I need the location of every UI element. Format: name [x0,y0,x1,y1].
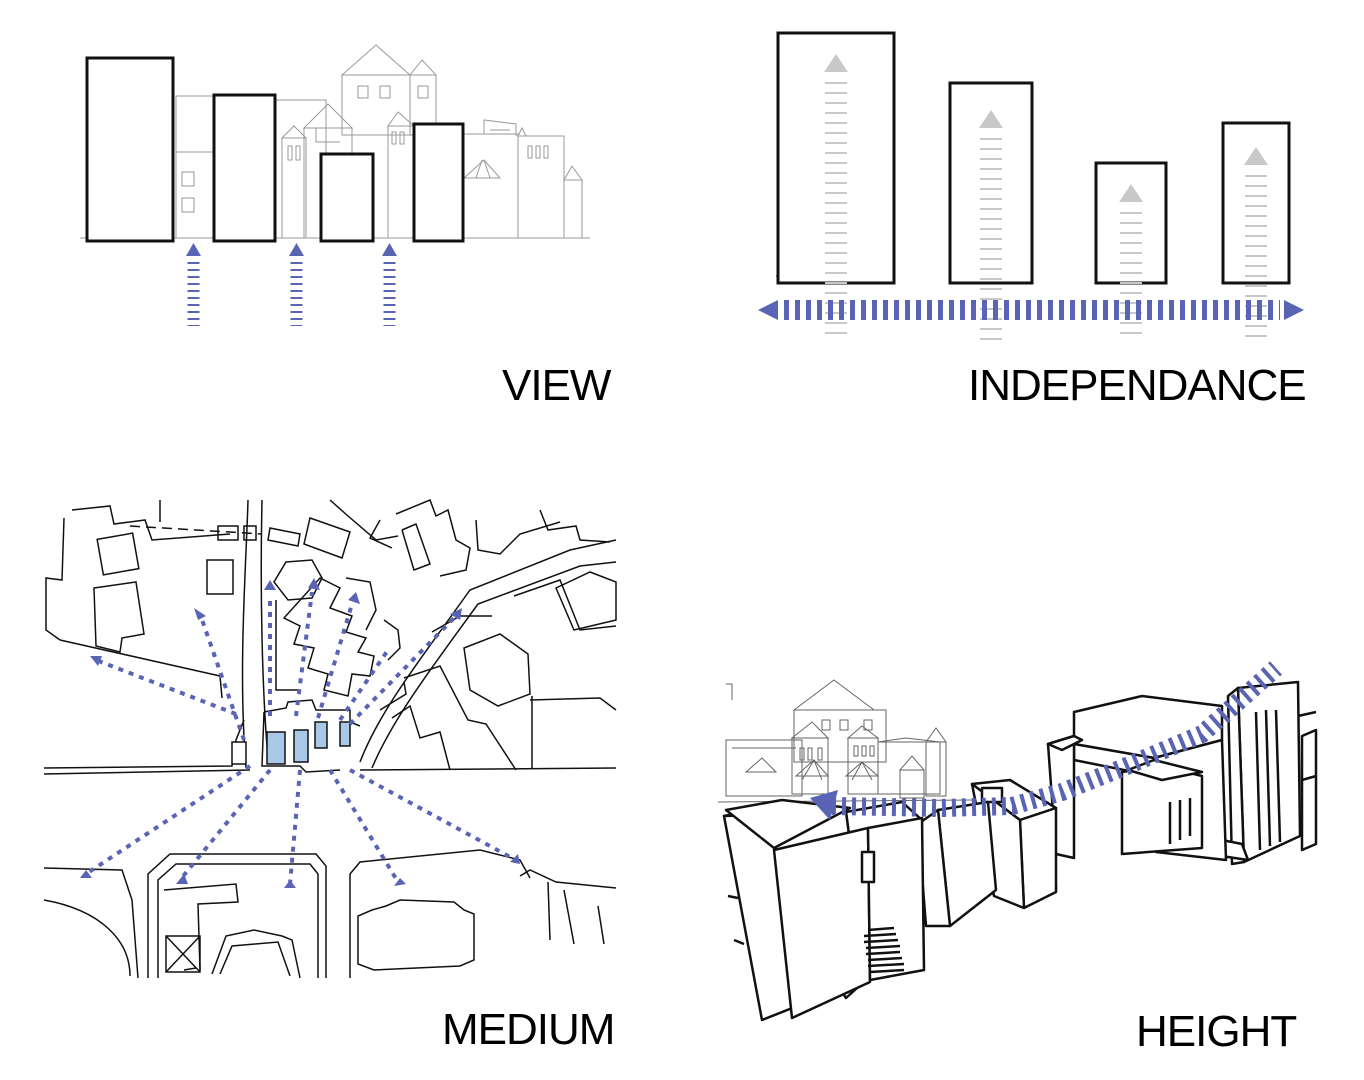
independance-panel: INDEPENDANCE [682,0,1364,420]
height-buildings [722,680,1318,1022]
medium-caption: MEDIUM [442,1005,615,1054]
height-background-cathedral [717,679,973,803]
view-panel: VIEW [0,0,682,420]
height-panel: HEIGHT [682,640,1364,1080]
background-cathedral-sketch [80,44,590,239]
height-perspective [717,661,1318,1022]
view-building-outlines [85,56,465,243]
view-sightline-arrows [186,243,397,326]
site-buildings-highlight [266,721,351,765]
view-diagram [80,44,590,326]
radiating-view-arrows [84,591,513,885]
height-diagonal-arrow [810,661,1282,820]
independance-building-outlines [776,31,1291,285]
height-caption: HEIGHT [1136,1007,1297,1056]
independance-diagram [758,31,1304,342]
independance-caption: INDEPENDANCE [968,361,1307,410]
medium-site-plan [43,499,617,979]
independance-height-arrows [824,54,1268,342]
view-caption: VIEW [502,361,611,410]
radiating-arrowheads [80,578,520,888]
medium-panel: MEDIUM [0,470,682,1080]
site-plan-linework [43,499,617,979]
independance-horizontal-arrow [758,300,1304,320]
